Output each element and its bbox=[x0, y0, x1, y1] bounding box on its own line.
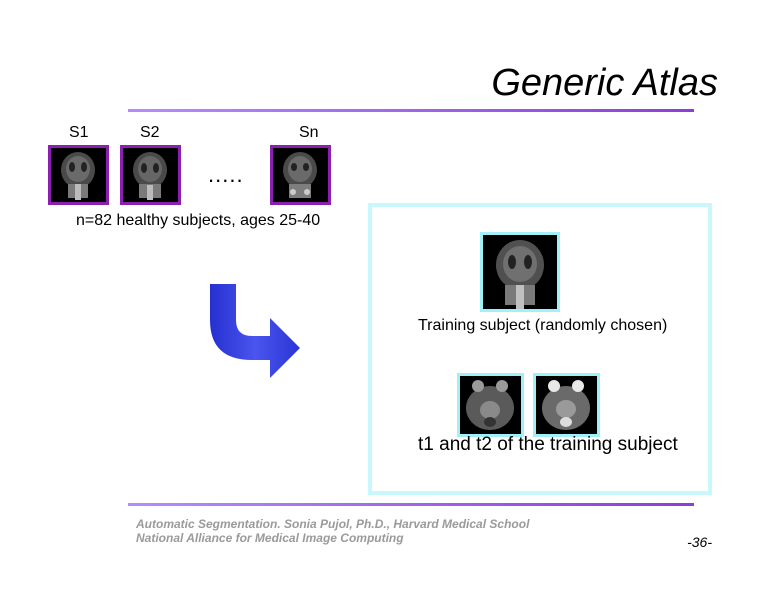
footer-line-1: Automatic Segmentation. Sonia Pujol, Ph.… bbox=[136, 517, 530, 531]
training-subject-caption: Training subject (randomly chosen) bbox=[418, 317, 668, 334]
footer-rule bbox=[128, 503, 694, 506]
curved-down-right-arrow-icon bbox=[206, 280, 302, 380]
title-rule bbox=[128, 109, 694, 112]
subjects-caption: n=82 healthy subjects, ages 25-40 bbox=[76, 212, 321, 229]
page-number: -36- bbox=[687, 534, 712, 550]
subjects-ellipsis: ..... bbox=[208, 162, 244, 187]
t2-mri-image bbox=[533, 373, 600, 437]
subject-s1-mri-image bbox=[48, 145, 109, 205]
subject-s2-mri-image bbox=[120, 145, 181, 205]
t1-t2-caption: t1 and t2 of the training subject bbox=[418, 434, 678, 455]
slide-title: Generic Atlas bbox=[491, 62, 718, 104]
subject-label-s1: S1 bbox=[69, 124, 89, 141]
subject-label-sn: Sn bbox=[299, 124, 319, 141]
subject-sn-mri-image bbox=[270, 145, 331, 205]
t1-mri-image bbox=[457, 373, 524, 437]
training-panel bbox=[368, 203, 712, 495]
footer-line-2: National Alliance for Medical Image Comp… bbox=[136, 531, 404, 545]
training-subject-mri-image bbox=[480, 232, 560, 312]
subject-label-s2: S2 bbox=[140, 124, 160, 141]
